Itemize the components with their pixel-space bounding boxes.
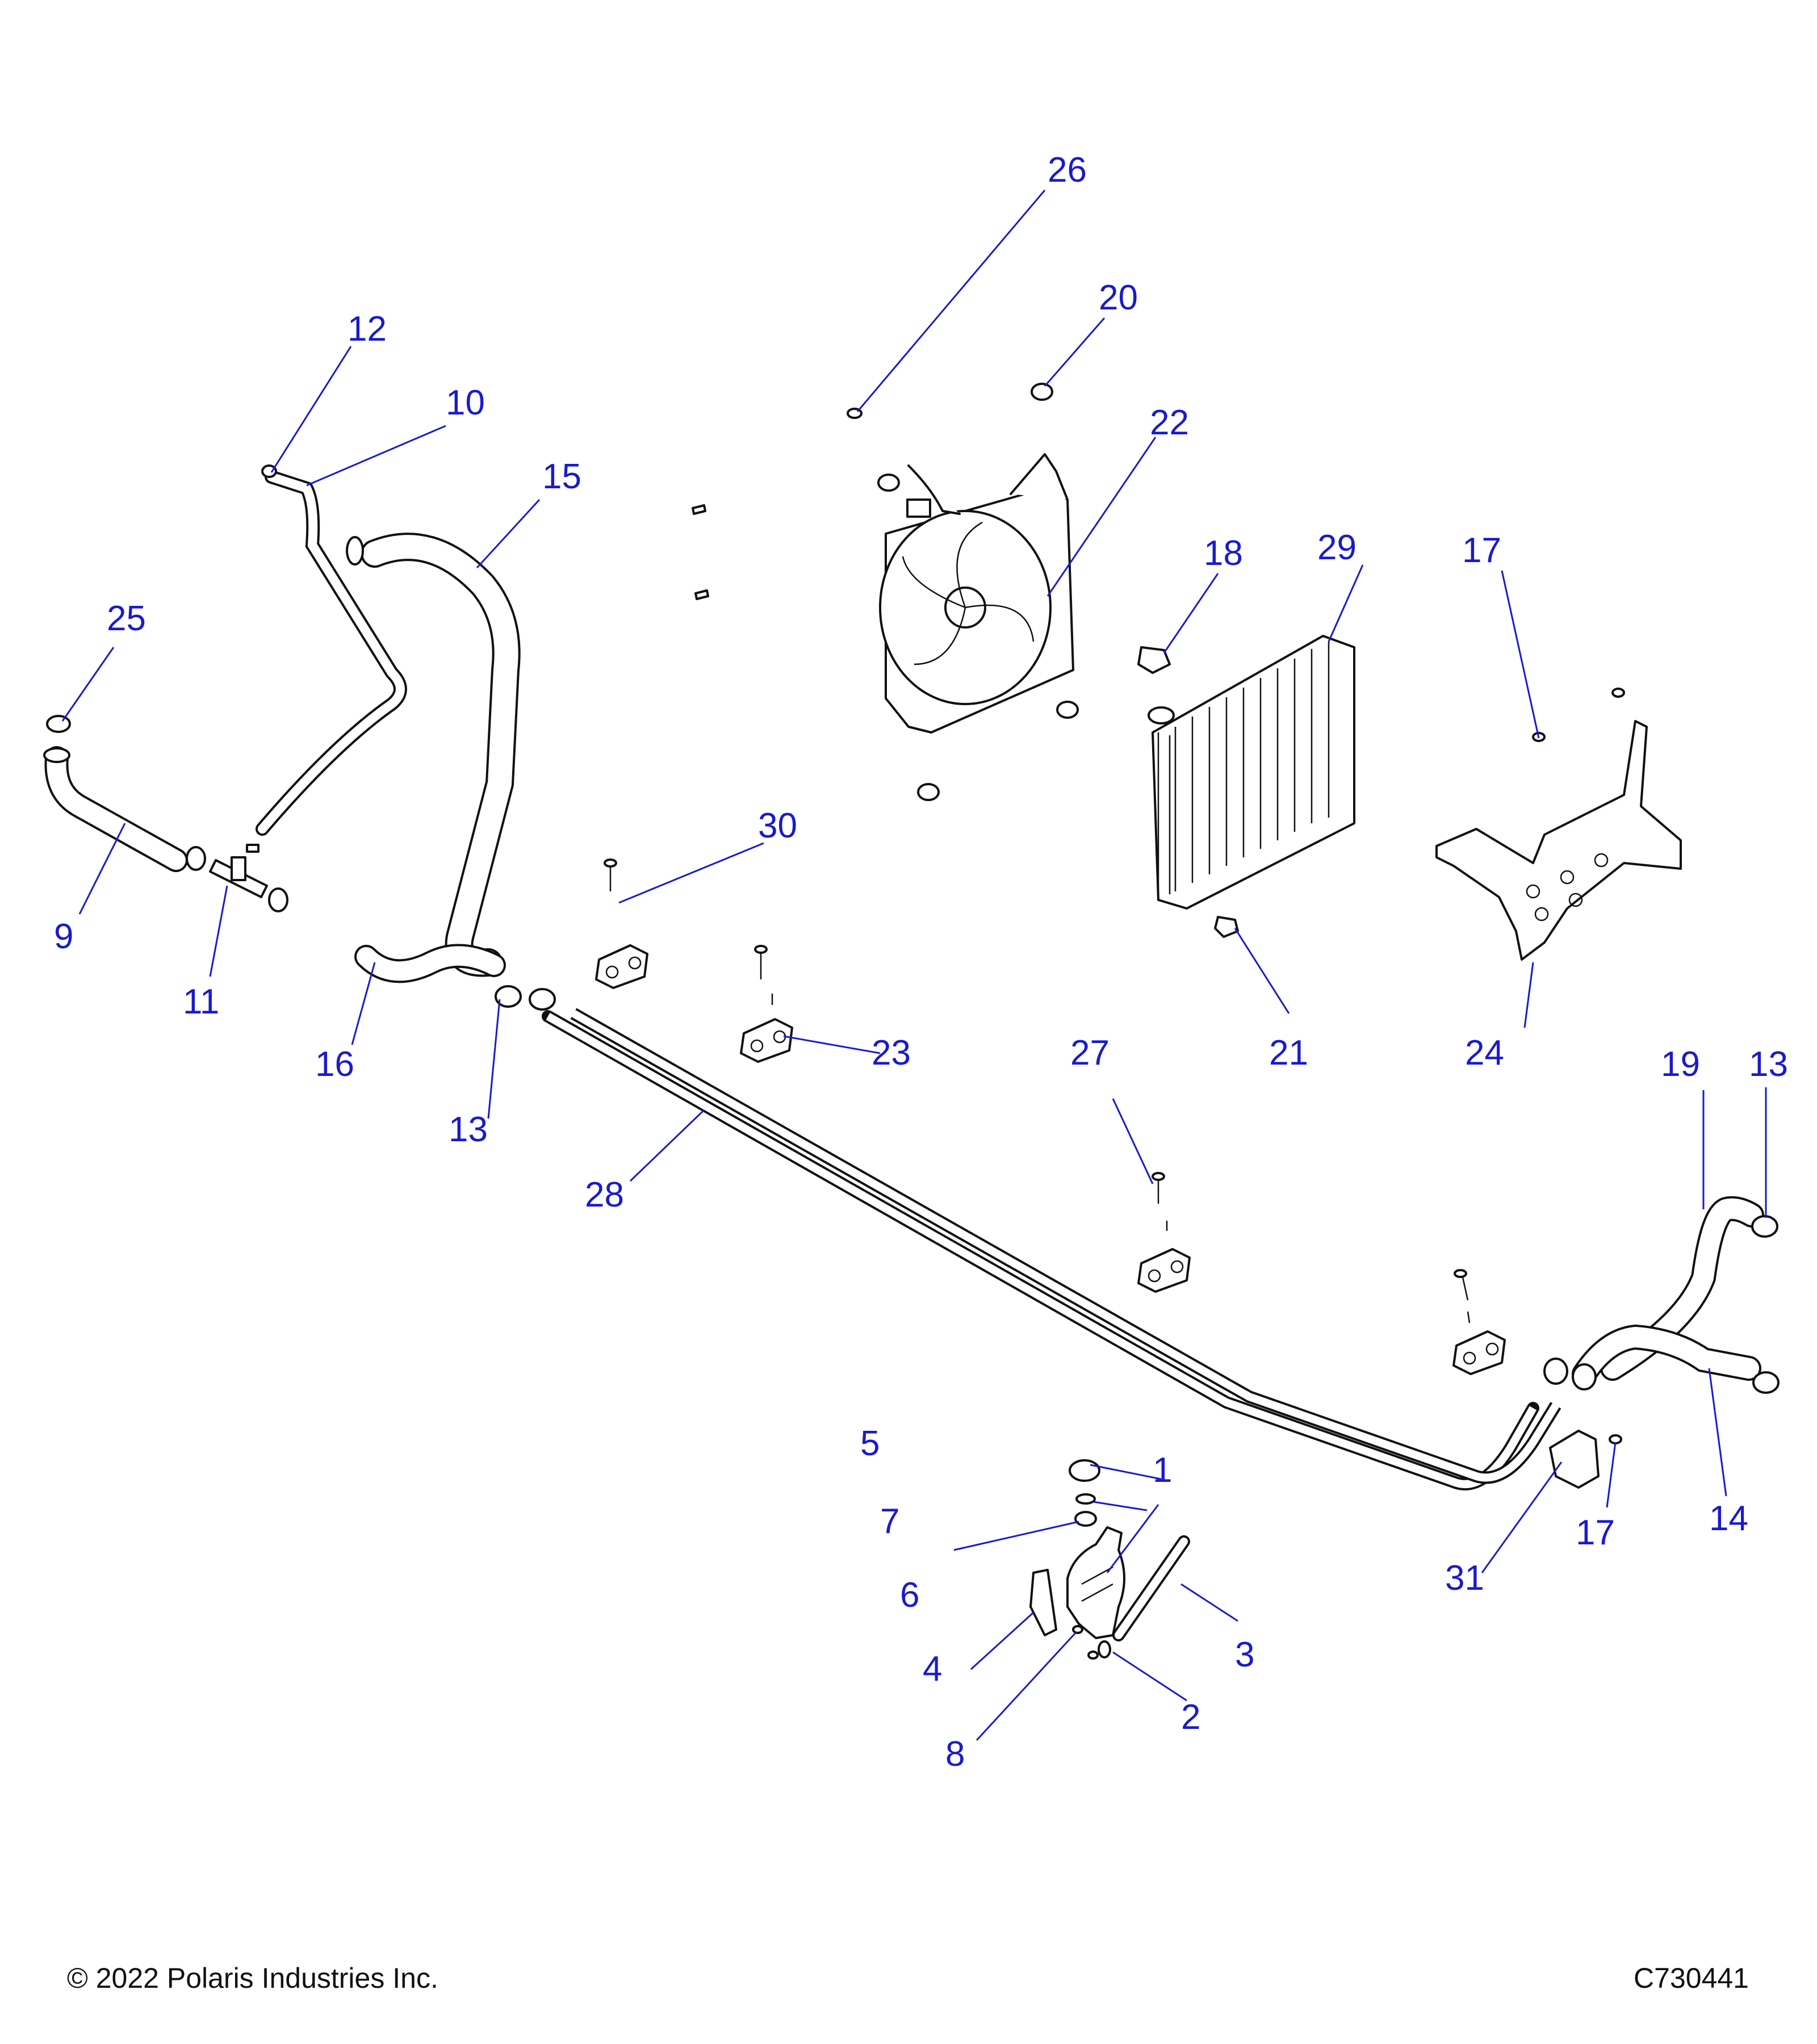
callout-18: 18 bbox=[1204, 534, 1243, 573]
hose-14 bbox=[1572, 1324, 1761, 1387]
callout-13-left: 13 bbox=[449, 1110, 488, 1149]
clip-right bbox=[1452, 1330, 1506, 1375]
callout-31: 31 bbox=[1445, 1559, 1484, 1598]
callout-23: 23 bbox=[872, 1033, 911, 1073]
callout-29: 29 bbox=[1317, 528, 1357, 567]
callout-11: 11 bbox=[183, 982, 219, 1021]
hose-15 bbox=[346, 533, 521, 977]
grommet bbox=[877, 474, 900, 492]
bracket-31 bbox=[1549, 1430, 1600, 1489]
cap-5 bbox=[1069, 1459, 1100, 1482]
callout-22: 22 bbox=[1150, 403, 1189, 442]
callout-8: 8 bbox=[945, 1735, 965, 1774]
part-18 bbox=[1137, 646, 1171, 674]
callout-30: 30 bbox=[758, 806, 797, 845]
callout-3: 3 bbox=[1235, 1635, 1254, 1674]
callout-9: 9 bbox=[54, 917, 73, 956]
clamp-12 bbox=[261, 464, 277, 478]
clip-30 bbox=[595, 944, 648, 989]
leader-lines bbox=[61, 190, 1767, 1741]
bracket-24 bbox=[1435, 720, 1682, 961]
clamp bbox=[1543, 1358, 1568, 1385]
clamp bbox=[268, 887, 288, 912]
callout-10: 10 bbox=[446, 383, 485, 422]
callout-21: 21 bbox=[1269, 1033, 1308, 1073]
coolant-tubes bbox=[542, 1008, 1561, 1490]
hose-9 bbox=[43, 746, 188, 872]
part-21 bbox=[1214, 916, 1239, 938]
clip-23 bbox=[740, 1018, 793, 1063]
callout-25: 25 bbox=[107, 599, 146, 638]
callout-19: 19 bbox=[1661, 1045, 1700, 1084]
screw bbox=[1087, 1651, 1099, 1660]
clamp-13-right bbox=[1751, 1215, 1778, 1238]
callout-1: 1 bbox=[1153, 1451, 1172, 1490]
tube-3 bbox=[1112, 1535, 1190, 1641]
radiator-29 bbox=[1148, 635, 1355, 910]
callout-20: 20 bbox=[1099, 278, 1138, 317]
tee-fitting-11 bbox=[209, 844, 268, 898]
screw-8 bbox=[1072, 1625, 1083, 1634]
callout-26: 26 bbox=[1048, 150, 1087, 190]
clamp bbox=[1752, 1371, 1780, 1394]
hose-10 bbox=[256, 470, 407, 836]
callout-5: 5 bbox=[860, 1424, 880, 1463]
bolt-17 bbox=[1609, 1434, 1622, 1444]
grommet-20 bbox=[1031, 383, 1053, 401]
hose-16 bbox=[354, 944, 506, 983]
callout-17-top: 17 bbox=[1462, 531, 1501, 570]
callout-16: 16 bbox=[315, 1045, 354, 1084]
callout-13-right: 13 bbox=[1749, 1045, 1788, 1084]
callout-28: 28 bbox=[585, 1175, 624, 1214]
bracket-4 bbox=[1029, 1569, 1057, 1636]
callout-labels: 1 5 7 6 4 3 2 8 31 17 14 19 13 24 17 21 … bbox=[54, 150, 1788, 1774]
callout-2: 2 bbox=[1181, 1698, 1200, 1737]
callout-7: 7 bbox=[880, 1502, 899, 1541]
clamp bbox=[529, 988, 556, 1011]
bolt bbox=[1611, 688, 1625, 698]
grommet bbox=[1056, 701, 1079, 719]
copyright-text: © 2022 Polaris Industries Inc. bbox=[67, 1962, 438, 1994]
callout-24: 24 bbox=[1465, 1033, 1504, 1073]
reservoir-1 bbox=[1066, 1526, 1125, 1639]
screws bbox=[604, 504, 1471, 1323]
callout-17-bottom: 17 bbox=[1576, 1513, 1615, 1552]
fan-assembly-22 bbox=[879, 453, 1074, 734]
callout-27: 27 bbox=[1070, 1033, 1110, 1073]
callout-6: 6 bbox=[900, 1576, 919, 1615]
clamp bbox=[186, 846, 206, 871]
clamp bbox=[1572, 1363, 1597, 1390]
seal-6 bbox=[1074, 1511, 1097, 1527]
callout-15: 15 bbox=[542, 457, 581, 496]
callout-4: 4 bbox=[923, 1649, 942, 1689]
clamp-13-left bbox=[495, 985, 522, 1008]
washer-7 bbox=[1075, 1493, 1096, 1505]
clip-27 bbox=[1137, 1248, 1191, 1293]
grommet bbox=[917, 783, 940, 801]
fitting-2 bbox=[1098, 1640, 1111, 1658]
callout-14: 14 bbox=[1709, 1499, 1748, 1538]
callout-12: 12 bbox=[348, 309, 387, 349]
clamp-25 bbox=[46, 715, 71, 733]
diagram-code: C730441 bbox=[1634, 1962, 1749, 1994]
